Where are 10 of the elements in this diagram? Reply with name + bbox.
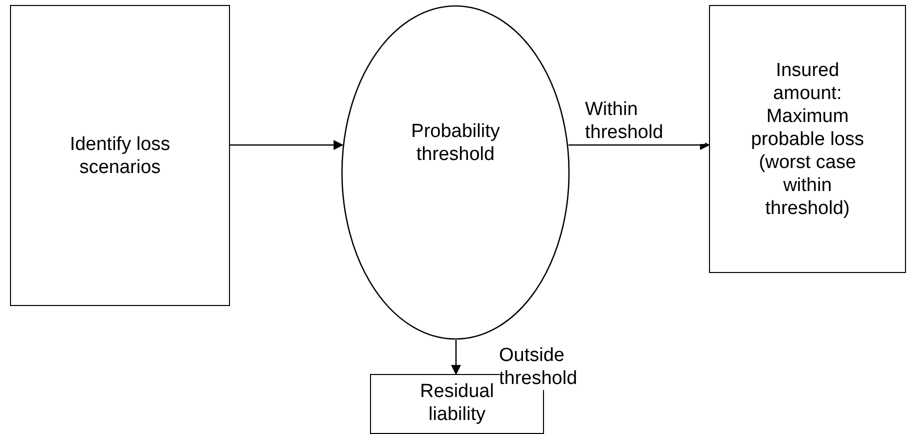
arrow [451, 340, 461, 375]
process-box [709, 5, 906, 273]
node-text: Insured amount: Maximum probable loss (worst case within threshold) [750, 58, 866, 220]
node-text: Residual liability [419, 380, 495, 426]
process-box [10, 5, 230, 306]
arrow [230, 140, 344, 150]
node-text: Identify loss scenarios [68, 132, 172, 178]
edge-label: Within threshold [585, 98, 705, 144]
node-text: Probability threshold [410, 120, 501, 166]
arrow [568, 140, 710, 150]
